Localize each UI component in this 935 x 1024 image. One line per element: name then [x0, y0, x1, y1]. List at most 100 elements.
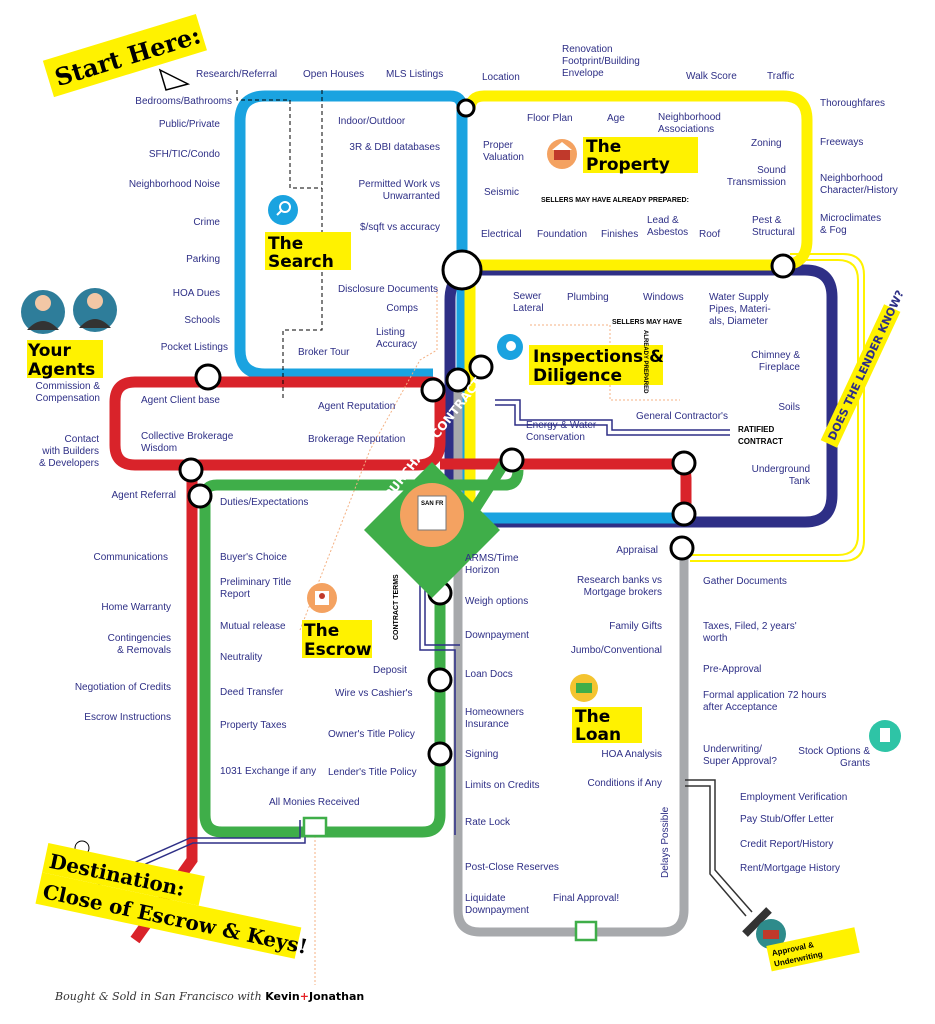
label-energy-2: Conservation — [526, 432, 585, 443]
contract-document-icon — [417, 495, 447, 531]
label-mls-listings: MLS Listings — [386, 69, 443, 80]
property-title: The Property — [583, 137, 698, 175]
label-contact-builders-2: with Builders — [41, 446, 99, 457]
label-contact-builders-1: Contact — [65, 434, 100, 445]
label-final-approval: Final Approval! — [553, 893, 619, 904]
label-chimney-2: Fireplace — [759, 362, 801, 373]
label-lenders-title: Lender's Title Policy — [328, 767, 417, 778]
label-sellers-may-have: SELLERS MAY HAVE — [612, 319, 682, 326]
label-stock-options-1: Stock Options & — [798, 746, 870, 757]
label-pest-1: Pest & — [752, 215, 782, 226]
escrow-icon — [307, 583, 337, 613]
label-microclimates-1: Microclimates — [820, 213, 881, 224]
label-gather-docs: Gather Documents — [703, 576, 787, 587]
approval-connector — [685, 779, 753, 917]
station-inspections — [468, 354, 494, 380]
label-windows: Windows — [643, 292, 684, 303]
label-lead-1: Lead & — [647, 215, 679, 226]
label-neighborhood-assoc-1: Neighborhood — [658, 112, 721, 123]
station-agent-rep — [420, 377, 446, 403]
label-conditions: Conditions if Any — [588, 778, 663, 789]
label-credit-report: Credit Report/History — [740, 839, 833, 850]
label-microclimates-2: & Fog — [820, 225, 847, 236]
label-mutual-release: Mutual release — [220, 621, 286, 632]
loan-title-1: The — [575, 707, 610, 727]
label-signing: Signing — [465, 749, 498, 760]
microscope-icon — [869, 720, 901, 752]
footer-plus: + — [299, 990, 309, 1003]
label-negotiation: Negotiation of Credits — [75, 682, 171, 693]
search-title-1: The — [268, 234, 303, 254]
label-underground-1: Underground — [752, 464, 810, 475]
agents-title: Your Agents — [27, 340, 103, 380]
money-icon — [570, 674, 598, 702]
footer-name-kevin: Kevin — [265, 990, 300, 1003]
label-collective-2: Wisdom — [141, 443, 177, 454]
label-research-referral: Research/Referral — [196, 69, 277, 80]
label-research-banks-1: Research banks vs — [577, 575, 662, 586]
label-prelim-title-1: Preliminary Title — [220, 577, 292, 588]
label-age: Age — [607, 113, 625, 124]
label-water-supply-3: als, Diameter — [709, 316, 769, 327]
label-paystub: Pay Stub/Offer Letter — [740, 814, 834, 825]
label-contact-builders-3: & Developers — [39, 458, 99, 469]
label-renovation-2: Footprint/Building — [562, 56, 640, 67]
label-general-contractor: General Contractor's — [636, 411, 728, 422]
label-floor-plan: Floor Plan — [527, 113, 573, 124]
property-title-1: The — [586, 137, 621, 157]
loan-line — [453, 375, 689, 937]
label-listing-accuracy-2: Accuracy — [376, 339, 417, 350]
label-ratified-2: CONTRACT — [738, 437, 783, 446]
label-owners-title: Owner's Title Policy — [328, 729, 415, 740]
lender-know-title: DOES THE LENDER KNOW? — [826, 288, 907, 442]
search-title-2: Search — [268, 252, 334, 272]
label-rent-history: Rent/Mortgage History — [740, 863, 840, 874]
label-foundation: Foundation — [537, 229, 587, 240]
contract-terms-label: CONTRACT TERMS — [393, 574, 400, 640]
label-duties: Duties/Expectations — [220, 497, 308, 508]
label-agent-client: Agent Client base — [141, 395, 220, 406]
label-property-taxes: Property Taxes — [220, 720, 287, 731]
label-proper-valuation-1: Proper — [483, 140, 514, 151]
label-formal-app-1: Formal application 72 hours — [703, 690, 826, 701]
label-escrow-instructions: Escrow Instructions — [84, 712, 171, 723]
label-sqft: $/sqft vs accuracy — [360, 222, 440, 233]
inspections-title-2: Diligence — [533, 366, 622, 386]
label-taxes-filed-2: worth — [702, 633, 727, 644]
station-final-approval — [574, 920, 598, 942]
label-contingencies-2: & Removals — [117, 645, 171, 656]
label-open-houses: Open Houses — [303, 69, 364, 80]
label-listing-accuracy-1: Listing — [376, 327, 405, 338]
toolbox-icon — [756, 919, 786, 949]
start-arrow-icon — [158, 68, 191, 91]
label-location: Location — [482, 72, 520, 83]
label-underwriting-1: Underwriting/ — [703, 744, 762, 755]
label-sellers-prepared: SELLERS MAY HAVE ALREADY PREPARED: — [541, 197, 689, 204]
label-water-supply-2: Pipes, Materi- — [709, 304, 771, 315]
escrow-title-2: Escrow — [304, 640, 372, 660]
label-buyers-choice: Buyer's Choice — [220, 552, 287, 563]
approval-bar — [742, 907, 772, 937]
label-commission-1: Commission & — [36, 381, 101, 392]
label-hoa-dues: HOA Dues — [173, 288, 220, 299]
label-arms-2: Horizon — [465, 565, 499, 576]
label-liquidate-2: Downpayment — [465, 905, 529, 916]
label-collective-1: Collective Brokerage — [141, 431, 234, 442]
label-homeowners-ins-1: Homeowners — [465, 707, 524, 718]
label-stock-options-2: Grants — [840, 758, 870, 769]
label-exchange: 1031 Exchange if any — [220, 766, 316, 777]
label-chimney-1: Chimney & — [751, 350, 800, 361]
footer-prefix: Bought & Sold in San Francisco with — [55, 990, 262, 1003]
station-labels: Research/Referral Open Houses MLS Listings… — [36, 44, 898, 916]
label-pest-2: Structural — [752, 227, 795, 238]
station-pest — [770, 253, 796, 279]
label-deposit: Deposit — [373, 665, 407, 676]
label-prelim-title-2: Report — [220, 589, 250, 600]
label-communications: Communications — [94, 552, 168, 563]
label-renovation-1: Renovation — [562, 44, 613, 55]
label-deed-transfer: Deed Transfer — [220, 687, 284, 698]
contract-connector — [94, 399, 730, 886]
search-line-loop — [234, 90, 468, 380]
label-sewer-2: Lateral — [513, 303, 544, 314]
